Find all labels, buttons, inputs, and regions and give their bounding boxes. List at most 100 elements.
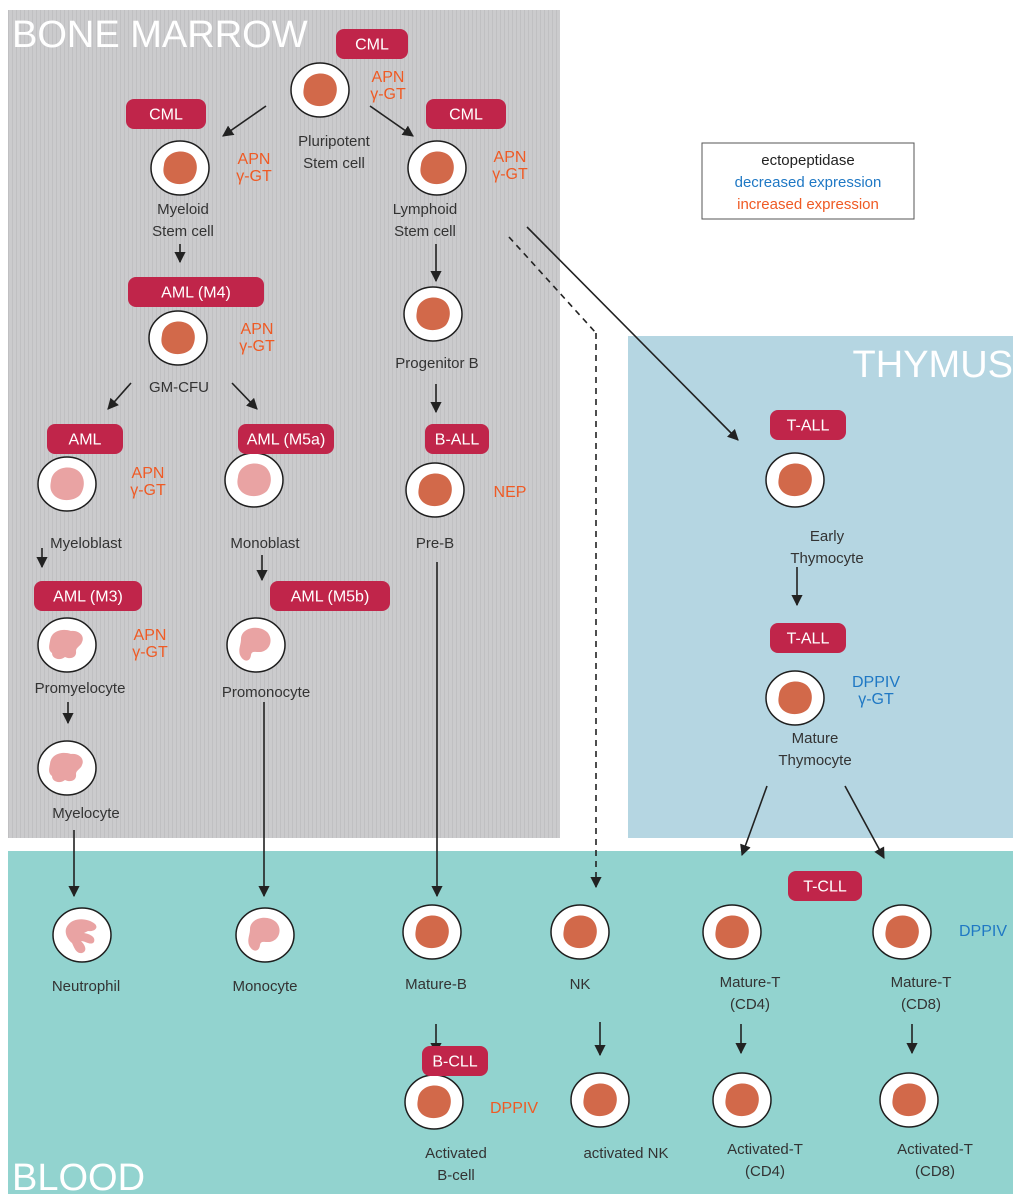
cell-nucleus <box>50 467 84 501</box>
cell-label-line: Myeloid <box>157 201 209 218</box>
legend: ectopeptidase decreased expression incre… <box>701 142 915 220</box>
disease-badge-bg <box>770 410 846 440</box>
cell-label-monoblast: Monoblast <box>230 535 300 552</box>
disease-badge-t_all_2: T-ALL <box>770 623 846 653</box>
legend-decreased: decreased expression <box>735 174 882 191</box>
cell-label-line: NK <box>570 976 591 993</box>
enzyme-label-line: γ-GT <box>370 86 406 103</box>
cell-promyelocyte <box>37 617 97 673</box>
cell-label-myeloblast: Myeloblast <box>50 535 123 552</box>
cell-label-maturet4: Mature-T(CD4) <box>720 974 781 1013</box>
cell-myeloid <box>150 140 210 196</box>
cells-layer <box>37 62 939 1130</box>
cell-label-activatedt8: Activated-T(CD8) <box>897 1141 973 1180</box>
arrow-5 <box>231 382 258 410</box>
enzyme-label-line: γ-GT <box>132 644 168 661</box>
cell-label-line: Thymocyte <box>790 550 863 567</box>
enzyme-label-line: APN <box>134 627 167 644</box>
cell-nucleus <box>239 627 271 661</box>
disease-badge-bg <box>128 277 264 307</box>
cell-maturet8 <box>872 904 932 960</box>
cell-monoblast <box>224 452 284 508</box>
disease-badge-bg <box>425 424 489 454</box>
disease-badge-bg <box>126 99 206 129</box>
legend-box <box>701 142 915 220</box>
disease-badge-t_all_1: T-ALL <box>770 410 846 440</box>
enzyme-label-activatedb: DPPIV <box>490 1100 538 1117</box>
blood-region <box>8 851 1013 1194</box>
cell-nucleus <box>892 1083 926 1117</box>
disease-badge-bg <box>34 581 142 611</box>
cell-nucleus <box>303 73 337 107</box>
enzyme-label-maturet8: DPPIV <box>959 923 1007 940</box>
cell-label-line: Stem cell <box>303 155 365 172</box>
cell-label-line: Monoblast <box>230 535 300 552</box>
cell-nucleus <box>583 1083 617 1117</box>
disease-badge-text: AML (M4) <box>161 285 231 302</box>
legend-increased: increased expression <box>737 196 879 213</box>
cell-label-line: Progenitor B <box>395 355 478 372</box>
cell-label-line: Early <box>810 528 845 545</box>
cell-monocyte <box>235 907 295 963</box>
cell-label-line: Stem cell <box>152 223 214 240</box>
cell-label-line: (CD8) <box>915 1163 955 1180</box>
cell-nucleus <box>778 463 812 497</box>
cell-nucleus <box>715 915 749 949</box>
disease-badge-text: CML <box>355 37 389 54</box>
blood-title: BLOOD <box>12 1157 145 1194</box>
enzyme-label-preb: NEP <box>494 484 527 501</box>
cell-activatedt8 <box>879 1072 939 1128</box>
disease-badge-text: B-ALL <box>435 432 480 449</box>
cell-label-line: Stem cell <box>394 223 456 240</box>
cell-nucleus <box>49 752 83 783</box>
disease-badge-aml_m5a: AML (M5a) <box>238 424 334 454</box>
cell-nucleus <box>237 463 271 497</box>
cell-nucleus <box>415 915 449 949</box>
enzyme-label-line: γ-GT <box>492 166 528 183</box>
disease-badge-text: AML (M5a) <box>247 432 326 449</box>
enzyme-label-line: APN <box>372 69 405 86</box>
disease-badge-text: T-ALL <box>787 418 830 435</box>
thymus-title: THYMUS <box>853 344 1013 386</box>
disease-badge-text: CML <box>449 107 483 124</box>
enzyme-label-line: APN <box>132 465 165 482</box>
cell-myeloblast <box>37 456 97 512</box>
cell-label-line: B-cell <box>437 1167 475 1184</box>
enzyme-label-line: APN <box>238 151 271 168</box>
legend-title: ectopeptidase <box>761 152 854 169</box>
cell-nucleus <box>49 629 83 660</box>
cell-activatednk <box>570 1072 630 1128</box>
cell-pluripotent <box>290 62 350 118</box>
cell-nucleus <box>563 915 597 949</box>
enzyme-label-line: DPPIV <box>959 923 1007 940</box>
enzyme-label-line: DPPIV <box>852 674 900 691</box>
cell-label-nk: NK <box>570 976 591 993</box>
cell-label-line: (CD8) <box>901 996 941 1013</box>
disease-badge-t_cll: T-CLL <box>788 871 862 901</box>
cell-label-line: Monocyte <box>232 978 297 995</box>
arrow-4 <box>107 382 132 410</box>
cell-label-line: Mature-T <box>891 974 952 991</box>
cell-label-line: Pluripotent <box>298 133 371 150</box>
disease-badge-text: B-CLL <box>432 1054 477 1071</box>
arrow-18 <box>844 785 885 859</box>
cell-nk <box>550 904 610 960</box>
cell-nucleus <box>163 151 197 185</box>
cell-label-line: Mature-B <box>405 976 467 993</box>
cell-label-line: (CD4) <box>730 996 770 1013</box>
disease-badge-cml_top: CML <box>336 29 408 59</box>
cell-label-line: (CD4) <box>745 1163 785 1180</box>
enzyme-label-line: γ-GT <box>130 482 166 499</box>
disease-badge-bg <box>426 99 506 129</box>
disease-badge-aml_m5b: AML (M5b) <box>270 581 390 611</box>
disease-badge-aml_m3: AML (M3) <box>34 581 142 611</box>
disease-badge-cml_left: CML <box>126 99 206 129</box>
enzyme-label-line: γ-GT <box>858 691 894 708</box>
